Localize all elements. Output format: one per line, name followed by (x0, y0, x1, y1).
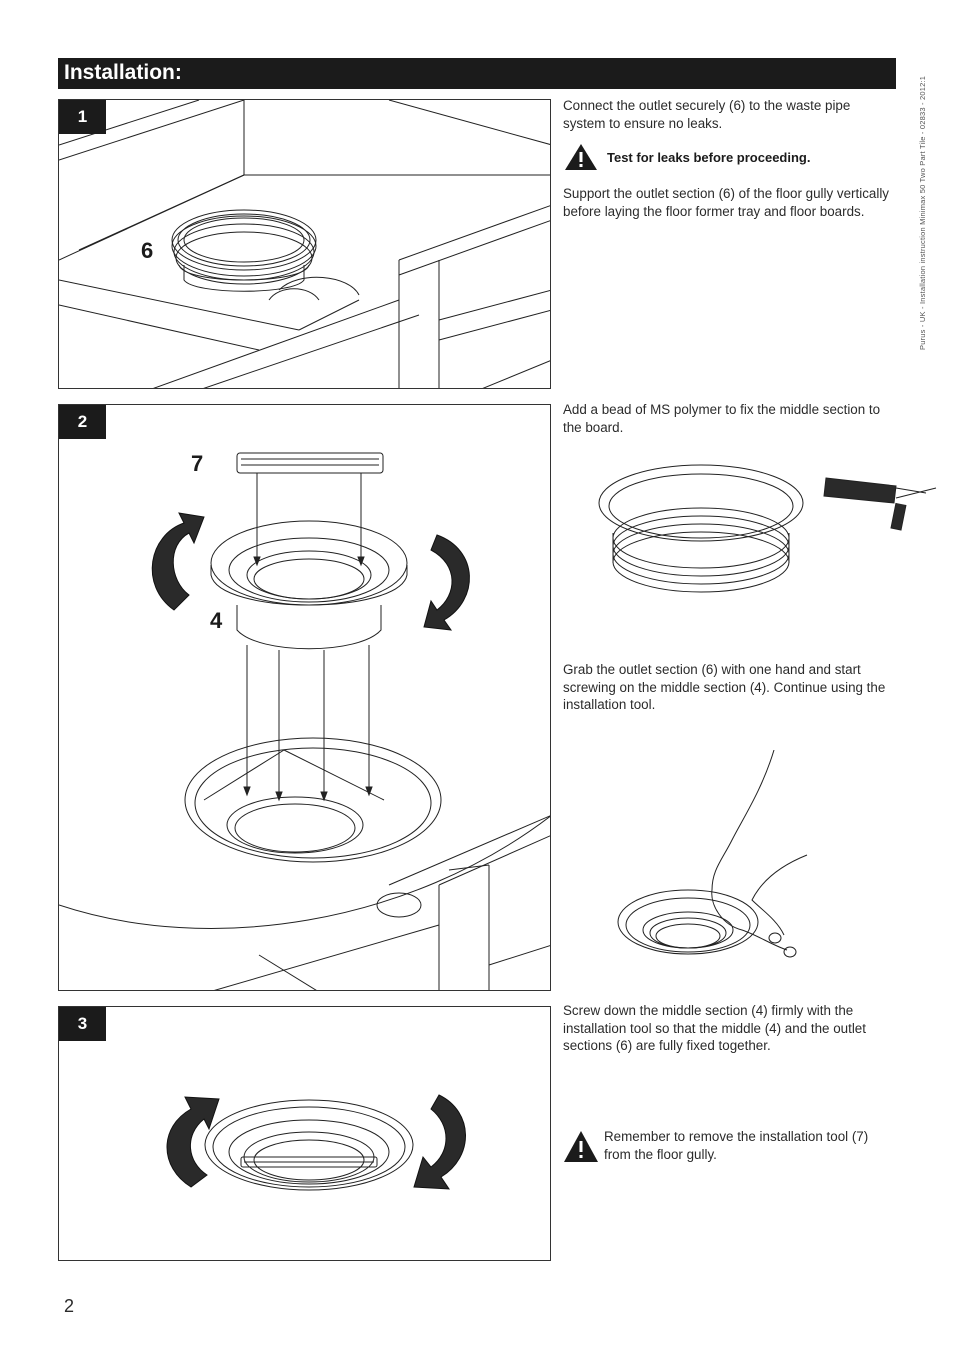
part-callout-7: 7 (191, 451, 204, 476)
document-reference-note: Purus - UK - Installation instruction Mi… (918, 75, 927, 350)
step-1-warning: Test for leaks before proceeding. (563, 142, 810, 172)
middle-section-with-sealant-gun-illustration (598, 464, 937, 593)
step-1-illustration-panel: 1 6 (58, 99, 551, 389)
step-3-warning: Remember to remove the installation tool… (563, 1128, 894, 1164)
section-title: Installation: (64, 61, 182, 84)
rotate-clockwise-arrow-icon (413, 1094, 466, 1190)
hand-screwing-middle-section-illustration (617, 750, 808, 958)
middle-section-assembly-drawing (59, 452, 550, 990)
step-number-badge: 3 (59, 1007, 106, 1041)
step-1-warning-text: Test for leaks before proceeding. (607, 150, 811, 165)
step-2-screwing-text: Grab the outlet section (6) with one han… (563, 662, 886, 713)
floor-gully-outlet-drawing (59, 100, 550, 388)
warning-triangle-icon (565, 144, 597, 170)
step-number-badge: 2 (59, 405, 106, 439)
rotate-clockwise-arrow-icon (423, 534, 470, 631)
rotate-counterclockwise-arrow-icon (166, 1096, 220, 1188)
step-2-polymer-text: Add a bead of MS polymer to fix the midd… (563, 402, 881, 435)
rotate-counterclockwise-arrow-icon (151, 512, 205, 611)
step-number-badge: 1 (59, 100, 106, 134)
step-1-support-text: Support the outlet section (6) of the fl… (563, 186, 890, 219)
step-3-warning-text: Remember to remove the installation tool… (604, 1129, 869, 1162)
step-3-illustration-panel: 3 (58, 1006, 551, 1261)
warning-triangle-icon (564, 1131, 598, 1162)
page-number: 2 (64, 1296, 75, 1316)
part-callout-6: 6 (141, 238, 154, 263)
step-1-instruction-text: Connect the outlet securely (6) to the w… (563, 98, 851, 131)
section-header: Installation: (58, 58, 896, 89)
screwing-down-middle-section-drawing (166, 1094, 466, 1191)
step-2-illustration-panel: 2 7 4 (58, 404, 551, 991)
part-callout-4: 4 (210, 608, 223, 633)
step-3-instruction-text: Screw down the middle section (4) firmly… (563, 1003, 866, 1054)
